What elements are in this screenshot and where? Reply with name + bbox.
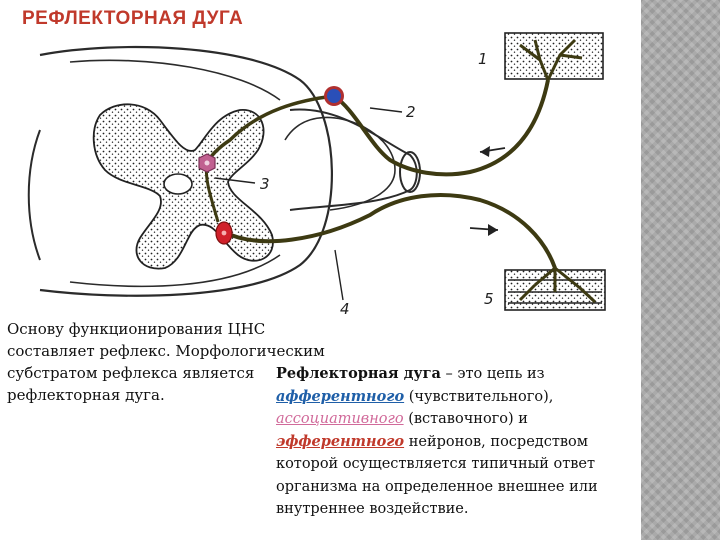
side-decor-strip xyxy=(641,0,720,540)
efferent-word: эфферентного xyxy=(276,432,405,450)
label-1: 1 xyxy=(478,50,488,68)
efferent-arrow-head xyxy=(488,224,498,236)
afferent-fiber xyxy=(332,79,550,177)
intro-paragraph: Основу функционирования ЦНС составляет р… xyxy=(7,320,325,404)
skin-receptor xyxy=(504,32,604,80)
definition-dash: – это цепь из xyxy=(440,366,545,382)
label-leader-4 xyxy=(334,249,344,301)
spinal-cord-outline xyxy=(39,45,333,297)
reflex-arc-diagram: 1 2 3 4 5 xyxy=(27,32,606,318)
label-leader-3 xyxy=(214,177,256,184)
spinal-cord-inner-outline xyxy=(69,59,281,288)
association-word: ассоциативного xyxy=(276,411,404,427)
label-5: 5 xyxy=(484,290,494,308)
efferent-neuron-nucleus xyxy=(221,230,227,236)
afferent-word: афферентного xyxy=(276,387,405,405)
ganglion-loop xyxy=(289,108,418,211)
receptor-branches xyxy=(519,38,583,81)
association-note: (вставочного) и xyxy=(403,411,528,427)
inner-loop xyxy=(284,116,396,211)
afferent-neuron xyxy=(327,89,341,103)
label-4: 4 xyxy=(340,300,350,318)
association-neuron-nucleus xyxy=(204,160,210,166)
definition-tail: нейронов, посредством которой осуществля… xyxy=(276,433,598,518)
efferent-fiber xyxy=(223,193,557,269)
label-3: 3 xyxy=(260,175,270,193)
label-leader-2 xyxy=(369,107,403,113)
definition-paragraph: Рефлекторная дуга – это цепь из афферент… xyxy=(276,363,636,521)
slide-title: РЕФЛЕКТОРНАЯ ДУГА xyxy=(22,8,244,29)
afferent-arrow-head xyxy=(480,146,490,157)
left-border-line xyxy=(27,129,41,261)
central-canal xyxy=(163,173,193,195)
effector-branches xyxy=(518,266,597,304)
afferent-note: (чувствительного), xyxy=(404,388,554,405)
label-2: 2 xyxy=(406,103,416,121)
definition-term: Рефлекторная дуга xyxy=(276,365,441,382)
